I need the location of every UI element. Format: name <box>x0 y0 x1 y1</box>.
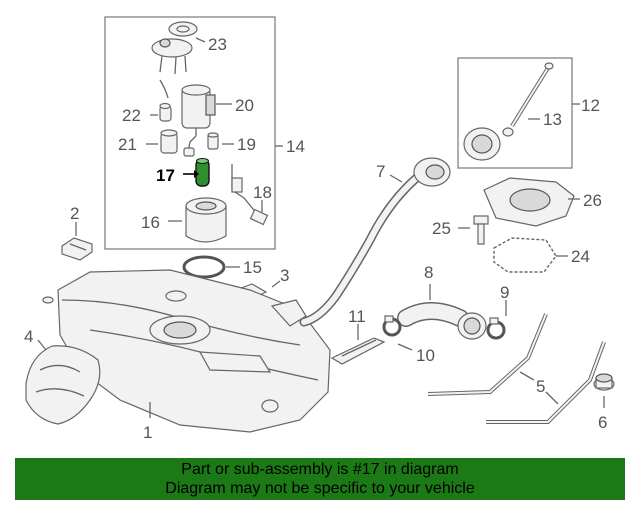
part-17-fuel-pump <box>195 158 210 187</box>
part-16 <box>185 197 227 243</box>
part-24 <box>493 237 557 273</box>
label-10: 10 <box>416 346 435 365</box>
part-7-filler-neck <box>270 157 451 327</box>
part-23 <box>151 21 206 75</box>
label-20: 20 <box>235 96 254 115</box>
label-5: 5 <box>536 377 545 396</box>
label-8: 8 <box>424 263 433 282</box>
part-1-fuel-tank <box>42 269 331 433</box>
part-4 <box>25 345 101 425</box>
label-2: 2 <box>70 204 79 223</box>
label-15: 15 <box>243 258 262 277</box>
label-22: 22 <box>122 106 141 125</box>
banner-line-1: Part or sub-assembly is #17 in diagram <box>181 461 459 478</box>
part-2 <box>61 237 93 261</box>
label-23: 23 <box>208 35 227 54</box>
label-3: 3 <box>280 266 289 285</box>
label-26: 26 <box>583 191 602 210</box>
label-19: 19 <box>237 135 256 154</box>
part-9 <box>486 317 506 340</box>
part-20 <box>181 84 216 136</box>
label-6: 6 <box>598 413 607 432</box>
label-9: 9 <box>500 283 509 302</box>
label-16: 16 <box>141 213 160 232</box>
part-22 <box>159 79 172 122</box>
part-5-straps <box>427 313 606 424</box>
banner-line-2: Diagram may not be specific to your vehi… <box>165 480 475 497</box>
label-17: 17 <box>156 166 175 185</box>
pump-assembly-box <box>104 16 276 250</box>
label-25: 25 <box>432 219 451 238</box>
label-18: 18 <box>253 183 272 202</box>
label-13: 13 <box>543 110 562 129</box>
part-21 <box>160 129 178 154</box>
label-14: 14 <box>286 137 305 156</box>
label-21: 21 <box>118 135 137 154</box>
part-11 <box>330 337 386 365</box>
part-19 <box>183 132 219 157</box>
label-12: 12 <box>581 96 600 115</box>
info-banner: Part or sub-assembly is #17 in diagram D… <box>15 458 625 500</box>
label-24: 24 <box>571 247 590 266</box>
label-7: 7 <box>376 162 385 181</box>
part-8-hose <box>397 302 487 340</box>
part-13-release-cable <box>502 62 554 137</box>
label-11: 11 <box>348 307 366 326</box>
part-26 <box>483 177 575 227</box>
part-25 <box>473 215 489 245</box>
part-18 <box>231 164 269 226</box>
part-12-fuel-cap <box>463 127 501 161</box>
fuel-door-box <box>457 57 573 169</box>
part-6 <box>593 373 615 391</box>
label-4: 4 <box>24 327 33 346</box>
part-10 <box>382 315 402 337</box>
part-15 <box>182 255 226 279</box>
label-1: 1 <box>143 423 152 442</box>
